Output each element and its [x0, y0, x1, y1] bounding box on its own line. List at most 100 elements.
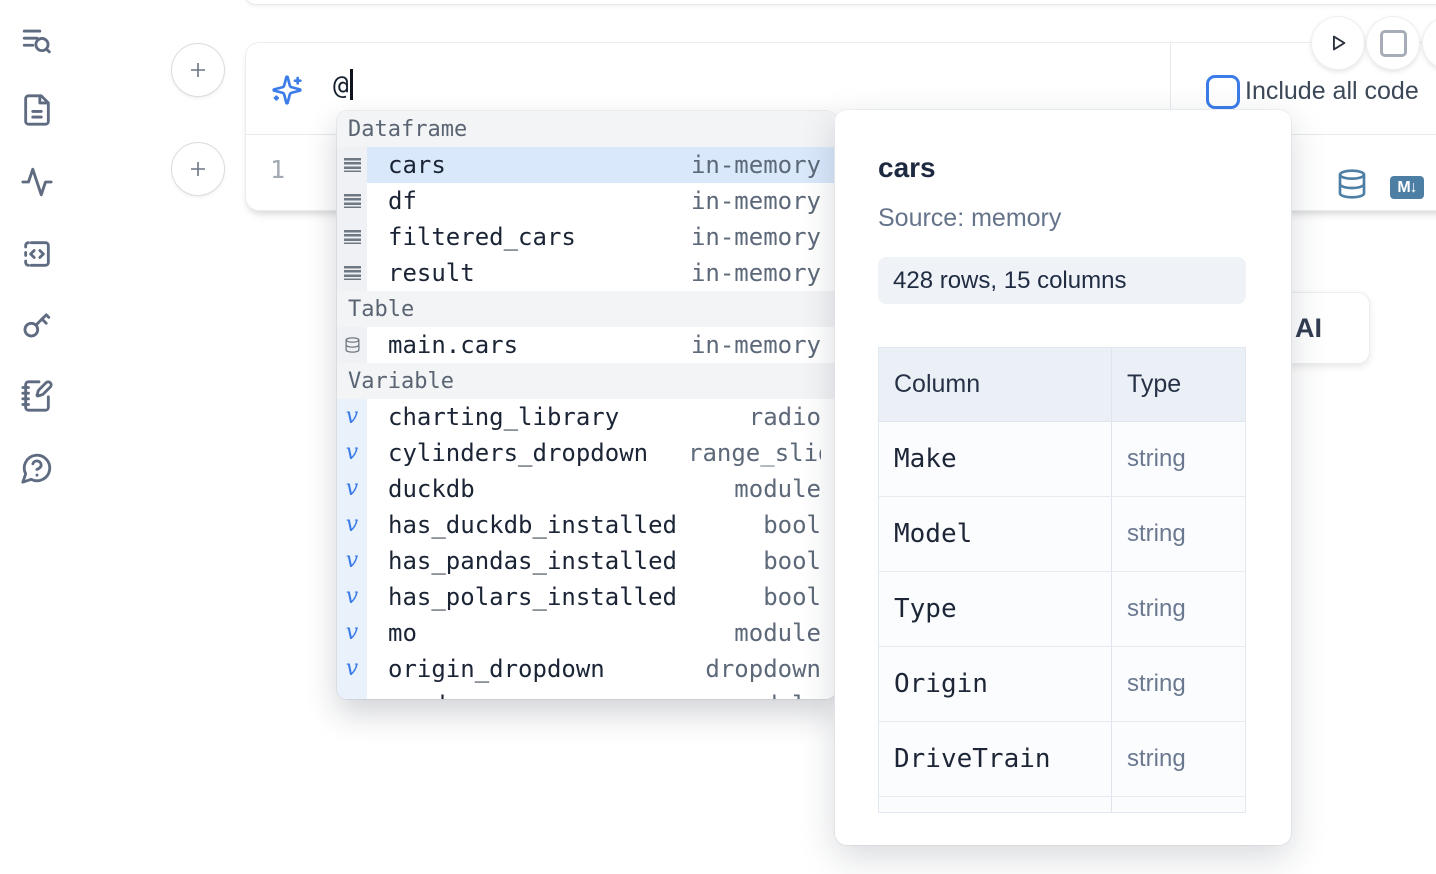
ai-prompt-input[interactable]: @: [333, 69, 353, 101]
add-cell-button-top[interactable]: [172, 44, 224, 96]
entry-kind-gutter: v: [337, 435, 367, 471]
entry-kind-gutter: v: [337, 471, 367, 507]
autocomplete-entry[interactable]: v mo module: [337, 615, 836, 651]
autocomplete-item-name: mo: [388, 619, 417, 647]
autocomplete-entry[interactable]: v has_duckdb_installed bool: [337, 507, 836, 543]
schema-table-header: Column Type: [879, 348, 1245, 422]
table-row-partial: [879, 797, 1245, 812]
autocomplete-entry[interactable]: v has_pandas_installed bool: [337, 543, 836, 579]
autocomplete-item-name: duckdb: [388, 475, 475, 503]
markdown-export-icon[interactable]: M↓: [1390, 176, 1424, 199]
play-icon: [1332, 35, 1346, 51]
autocomplete-item-name: cars: [388, 151, 446, 179]
include-all-code-checkbox[interactable]: [1206, 75, 1240, 109]
autocomplete-entry[interactable]: v has_polars_installed bool: [337, 579, 836, 615]
autocomplete-item-type: bool: [763, 547, 821, 575]
variable-icon: v: [345, 548, 359, 573]
entry-kind-gutter: v: [337, 327, 367, 363]
prompt-text: @: [333, 71, 349, 101]
add-cell-button-bottom[interactable]: [172, 143, 224, 195]
variable-icon: v: [345, 512, 359, 537]
ai-button-label: AI: [1295, 313, 1322, 343]
sparkles-ai-icon: [271, 74, 303, 106]
autocomplete-item-type: module: [734, 475, 821, 503]
column-header: Column: [879, 348, 1112, 421]
autocomplete-entry[interactable]: Table v: [337, 291, 836, 327]
autocomplete-entry[interactable]: v duckdb module: [337, 471, 836, 507]
autocomplete-entry[interactable]: v df in-memory: [337, 183, 836, 219]
code-square-dashed-icon: [24, 241, 50, 267]
autocomplete-item-type: radio: [748, 403, 821, 431]
column-type-cell: string: [1127, 520, 1186, 547]
sidebar-item-scratchpad[interactable]: [18, 377, 56, 415]
autocomplete-item-name: result: [388, 259, 475, 287]
text-cursor: [349, 69, 353, 100]
sidebar-item-help[interactable]: [18, 449, 56, 487]
preview-schema-table: Column Type Make string Model string Typ…: [878, 347, 1246, 813]
variable-icon: v: [345, 584, 359, 609]
activity-icon: [21, 167, 53, 197]
column-type-cell: string: [1127, 595, 1186, 622]
autocomplete-item-name: charting_library: [388, 403, 620, 431]
autocomplete-item-type: in-memory: [690, 151, 821, 179]
autocomplete-entry[interactable]: Dataframe v: [337, 111, 836, 147]
autocomplete-entry[interactable]: v pandas module: [337, 687, 836, 699]
dataframe-icon: [343, 230, 361, 244]
table-database-icon: [344, 337, 360, 353]
autocomplete-item-type: bool: [763, 511, 821, 539]
sidebar-item-search[interactable]: [18, 22, 56, 60]
database-icon[interactable]: [1336, 167, 1368, 201]
divider: [1170, 43, 1171, 134]
schema-table-body: Make string Model string Type string Ori…: [879, 422, 1245, 797]
column-name-cell: Make: [879, 422, 1112, 496]
include-all-code-label[interactable]: Include all code: [1245, 77, 1419, 105]
entry-kind-gutter: v: [337, 615, 367, 651]
autocomplete-section-label: Dataframe: [348, 116, 468, 142]
plus-icon: [191, 63, 205, 77]
table-row: Make string: [879, 422, 1245, 497]
notebook-pen-icon: [21, 380, 53, 412]
entry-kind-gutter: v: [337, 507, 367, 543]
column-name-cell: DriveTrain: [879, 722, 1112, 796]
dataframe-preview-panel: cars Source: memory 428 rows, 15 columns…: [835, 110, 1291, 845]
type-header: Type: [1127, 370, 1182, 398]
extra-control-button[interactable]: [1423, 17, 1436, 69]
autocomplete-entry[interactable]: v filtered_cars in-memory: [337, 219, 836, 255]
help-bubble-icon: [21, 453, 52, 484]
autocomplete-item-name: has_duckdb_installed: [388, 511, 677, 539]
sidebar-item-activity[interactable]: [18, 163, 56, 201]
autocomplete-entry[interactable]: v cylinders_dropdown range_slider: [337, 435, 836, 471]
dataframe-icon: [343, 266, 361, 280]
autocomplete-item-type: module: [734, 619, 821, 647]
entry-kind-gutter: v: [337, 687, 367, 699]
column-name-cell: Model: [879, 497, 1112, 571]
preview-shape-badge: 428 rows, 15 columns: [878, 257, 1246, 304]
sidebar-item-secrets[interactable]: [18, 305, 56, 343]
autocomplete-item-name: origin_dropdown: [388, 655, 605, 683]
key-icon: [23, 313, 51, 338]
preview-title: cars: [878, 152, 936, 183]
entry-kind-gutter: v: [337, 651, 367, 687]
autocomplete-item-name: cylinders_dropdown: [388, 439, 649, 467]
autocomplete-entry[interactable]: Variable v: [337, 363, 836, 399]
autocomplete-entry[interactable]: v origin_dropdown dropdown: [337, 651, 836, 687]
autocomplete-item-type: dropdown: [705, 655, 821, 683]
entry-kind-gutter: v: [337, 543, 367, 579]
sidebar-item-files[interactable]: [18, 91, 56, 129]
autocomplete-item-name: filtered_cars: [388, 223, 576, 251]
stop-button[interactable]: [1367, 17, 1419, 69]
autocomplete-entry[interactable]: v main.cars in-memory: [337, 327, 836, 363]
autocomplete-entry[interactable]: v cars in-memory: [337, 147, 836, 183]
code-editor-row[interactable]: 1 M↓: [246, 135, 1436, 210]
autocomplete-section-label: Table: [348, 296, 415, 322]
autocomplete-entry[interactable]: v charting_library radio: [337, 399, 836, 435]
entry-kind-gutter: v: [337, 399, 367, 435]
sidebar-item-snippets[interactable]: [18, 235, 56, 273]
variable-icon: v: [345, 404, 359, 429]
autocomplete-item-type: module: [734, 691, 821, 699]
autocomplete-item-type: in-memory: [690, 187, 821, 215]
entry-kind-gutter: v: [337, 183, 367, 219]
autocomplete-entry[interactable]: v result in-memory: [337, 255, 836, 291]
run-cell-button[interactable]: [1312, 17, 1364, 69]
